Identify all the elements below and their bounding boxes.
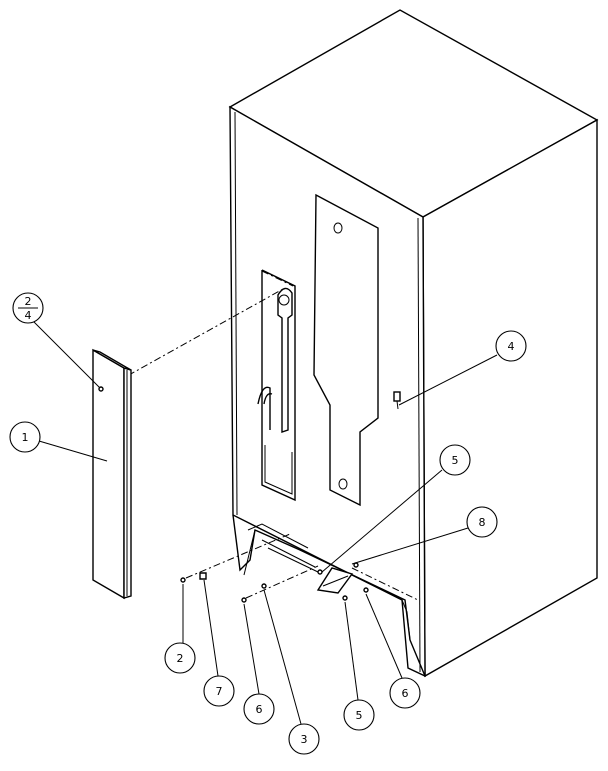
callout-5-lower: 5 bbox=[343, 699, 375, 731]
callout-4-label: 4 bbox=[508, 340, 515, 353]
bracket-part-8 bbox=[316, 567, 354, 594]
callout-5-upper: 5 bbox=[439, 444, 471, 476]
callout-6-right-label: 6 bbox=[402, 687, 409, 700]
callout-2-4-top-label: 2 bbox=[25, 295, 32, 308]
callout-5-upper-label: 5 bbox=[452, 454, 459, 467]
callout-2-4: 2 4 bbox=[12, 292, 44, 324]
clip-part-4 bbox=[393, 391, 401, 410]
callout-1-label: 1 bbox=[22, 431, 29, 444]
callout-2: 2 bbox=[164, 642, 196, 674]
callout-7-label: 7 bbox=[216, 685, 223, 698]
callout-6-left-label: 6 bbox=[256, 703, 263, 716]
rear-access-panel bbox=[313, 193, 379, 507]
callout-1: 1 bbox=[9, 421, 41, 453]
cabinet-back-edge-inner bbox=[234, 111, 238, 516]
callout-6-right: 6 bbox=[389, 677, 421, 709]
callout-8: 8 bbox=[466, 506, 498, 538]
callout-4: 4 bbox=[495, 330, 527, 362]
callout-3: 3 bbox=[288, 723, 320, 755]
callout-8-label: 8 bbox=[479, 516, 486, 529]
panel-hole-top bbox=[333, 222, 343, 234]
tube-channel bbox=[257, 269, 296, 502]
assembly-lines bbox=[101, 270, 419, 601]
callout-2-label: 2 bbox=[177, 652, 184, 665]
bottom-recess bbox=[232, 514, 426, 677]
callout-6-left: 6 bbox=[243, 693, 275, 725]
fasteners bbox=[180, 562, 369, 603]
cabinet-right-face bbox=[422, 118, 598, 678]
callout-3-label: 3 bbox=[301, 733, 308, 746]
callout-7: 7 bbox=[203, 675, 235, 707]
leader-lines bbox=[33, 321, 498, 725]
cabinet-corner-line bbox=[417, 217, 421, 673]
callout-2-4-bottom-label: 4 bbox=[25, 309, 32, 322]
side-panel-part-1 bbox=[92, 348, 132, 600]
callout-5-lower-label: 5 bbox=[356, 709, 363, 722]
panel-hole-bottom bbox=[338, 478, 348, 490]
